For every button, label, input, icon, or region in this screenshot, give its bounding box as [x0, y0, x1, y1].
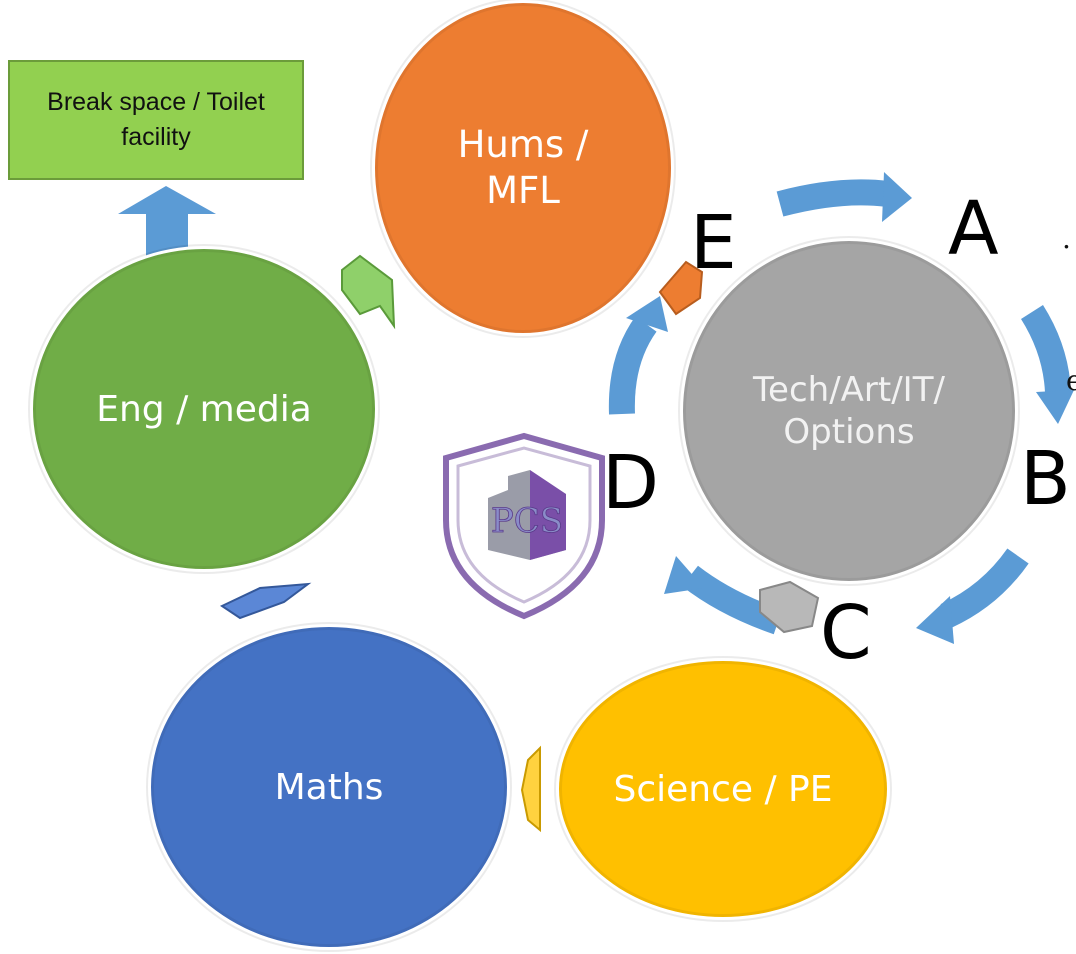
cycle-letter-e: E — [690, 200, 737, 286]
arrow-eng-to-break — [118, 186, 216, 262]
eng-media-label: Eng / media — [96, 388, 312, 430]
cycle-arrow-d-to-e-head — [626, 296, 668, 332]
connector-c-gray — [759, 580, 820, 634]
cycle-arrow-c-to-d-head — [664, 556, 704, 594]
eng-media-circle: Eng / media — [30, 246, 378, 572]
pcs-shield-logo — [443, 432, 605, 620]
cycle-letter-d: D — [602, 440, 659, 526]
connector-eng-to-hums — [341, 254, 396, 330]
cycle-letter-b: B — [1020, 436, 1071, 522]
break-space-box: Break space / Toilet facility — [8, 60, 304, 180]
connector-maths-to-eng — [219, 582, 312, 620]
cycle-arrow-e-to-a — [776, 179, 890, 217]
tech-art-it-options-label: Tech/Art/IT/ Options — [753, 369, 945, 453]
connector-science-to-maths — [520, 745, 541, 833]
cropped-text-fragment-2: e — [1066, 364, 1076, 397]
cycle-arrow-b-to-c-head — [916, 596, 954, 644]
cycle-letter-a: A — [948, 186, 999, 272]
science-pe-label: Science / PE — [613, 768, 833, 810]
break-space-label: Break space / Toilet facility — [47, 88, 265, 151]
maths-label: Maths — [274, 766, 384, 808]
hums-mfl-circle: Hums / MFL — [372, 0, 674, 336]
connector-tech-to-hums — [658, 260, 704, 316]
cycle-arrow-a-to-b — [1020, 305, 1071, 393]
cycle-arrow-a-to-b-head — [1036, 390, 1074, 424]
cycle-arrow-b-to-c — [940, 548, 1029, 628]
cycle-arrow-e-to-a-head — [882, 172, 912, 222]
cycle-letter-c: C — [820, 590, 872, 676]
cropped-text-fragment-1: . — [1062, 222, 1071, 255]
cycle-arrow-d-to-e — [608, 316, 657, 415]
science-pe-circle: Science / PE — [556, 658, 890, 920]
hums-mfl-label: Hums / MFL — [457, 122, 589, 212]
maths-circle: Maths — [148, 624, 510, 950]
tech-art-it-options-circle: Tech/Art/IT/ Options — [680, 238, 1018, 584]
